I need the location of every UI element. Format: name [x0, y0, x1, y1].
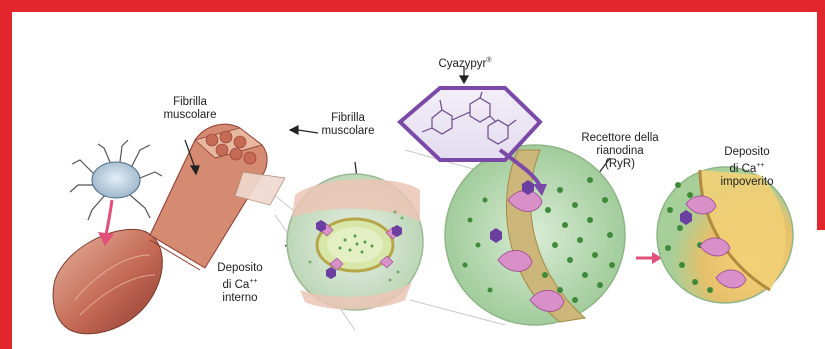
- label-recettore-line2: rianodina: [570, 145, 670, 158]
- label-recettore-line3: (RyR): [570, 158, 670, 171]
- label-fibrilla-right-line1: Fibrilla: [308, 112, 388, 125]
- arrow-to-depleted: [636, 252, 662, 264]
- fibre-bundle: [150, 124, 285, 270]
- label-deposito-imp-sup: ++: [756, 162, 764, 169]
- label-deposito-impoverito: Deposito di Ca++ impoverito: [702, 146, 792, 189]
- circle-fibre-detail: [287, 174, 423, 310]
- muscle: [53, 229, 162, 333]
- label-deposito-imp-line2: di Ca++: [702, 159, 792, 176]
- label-deposito-int-ca: di Ca: [222, 279, 249, 291]
- label-cyazypyr: Cyazypyr®: [420, 54, 510, 71]
- label-deposito-imp-line1: Deposito: [702, 146, 792, 159]
- label-recettore-line1: Recettore della: [570, 132, 670, 145]
- label-fibrilla-left: Fibrilla muscolare: [150, 96, 230, 122]
- circle-receptor-detail: [445, 145, 625, 325]
- label-fibrilla-right: Fibrilla muscolare: [308, 112, 388, 138]
- label-cyazypyr-mark: ®: [486, 57, 491, 64]
- label-cyazypyr-text: Cyazypyr: [438, 58, 486, 70]
- label-deposito-int-line3: interno: [200, 292, 280, 305]
- label-deposito-int-line2: di Ca++: [200, 275, 280, 292]
- label-deposito-imp-ca: di Ca: [729, 163, 756, 175]
- label-recettore: Recettore della rianodina (RyR): [570, 132, 670, 171]
- label-fibrilla-left-line2: muscolare: [150, 109, 230, 122]
- label-fibrilla-right-line2: muscolare: [308, 125, 388, 138]
- label-deposito-int-line1: Deposito: [200, 262, 280, 275]
- label-fibrilla-left-line1: Fibrilla: [150, 96, 230, 109]
- label-deposito-imp-line3: impoverito: [702, 176, 792, 189]
- label-deposito-int-sup: ++: [249, 278, 257, 285]
- label-deposito-interno: Deposito di Ca++ interno: [200, 262, 280, 305]
- mite: [70, 140, 162, 220]
